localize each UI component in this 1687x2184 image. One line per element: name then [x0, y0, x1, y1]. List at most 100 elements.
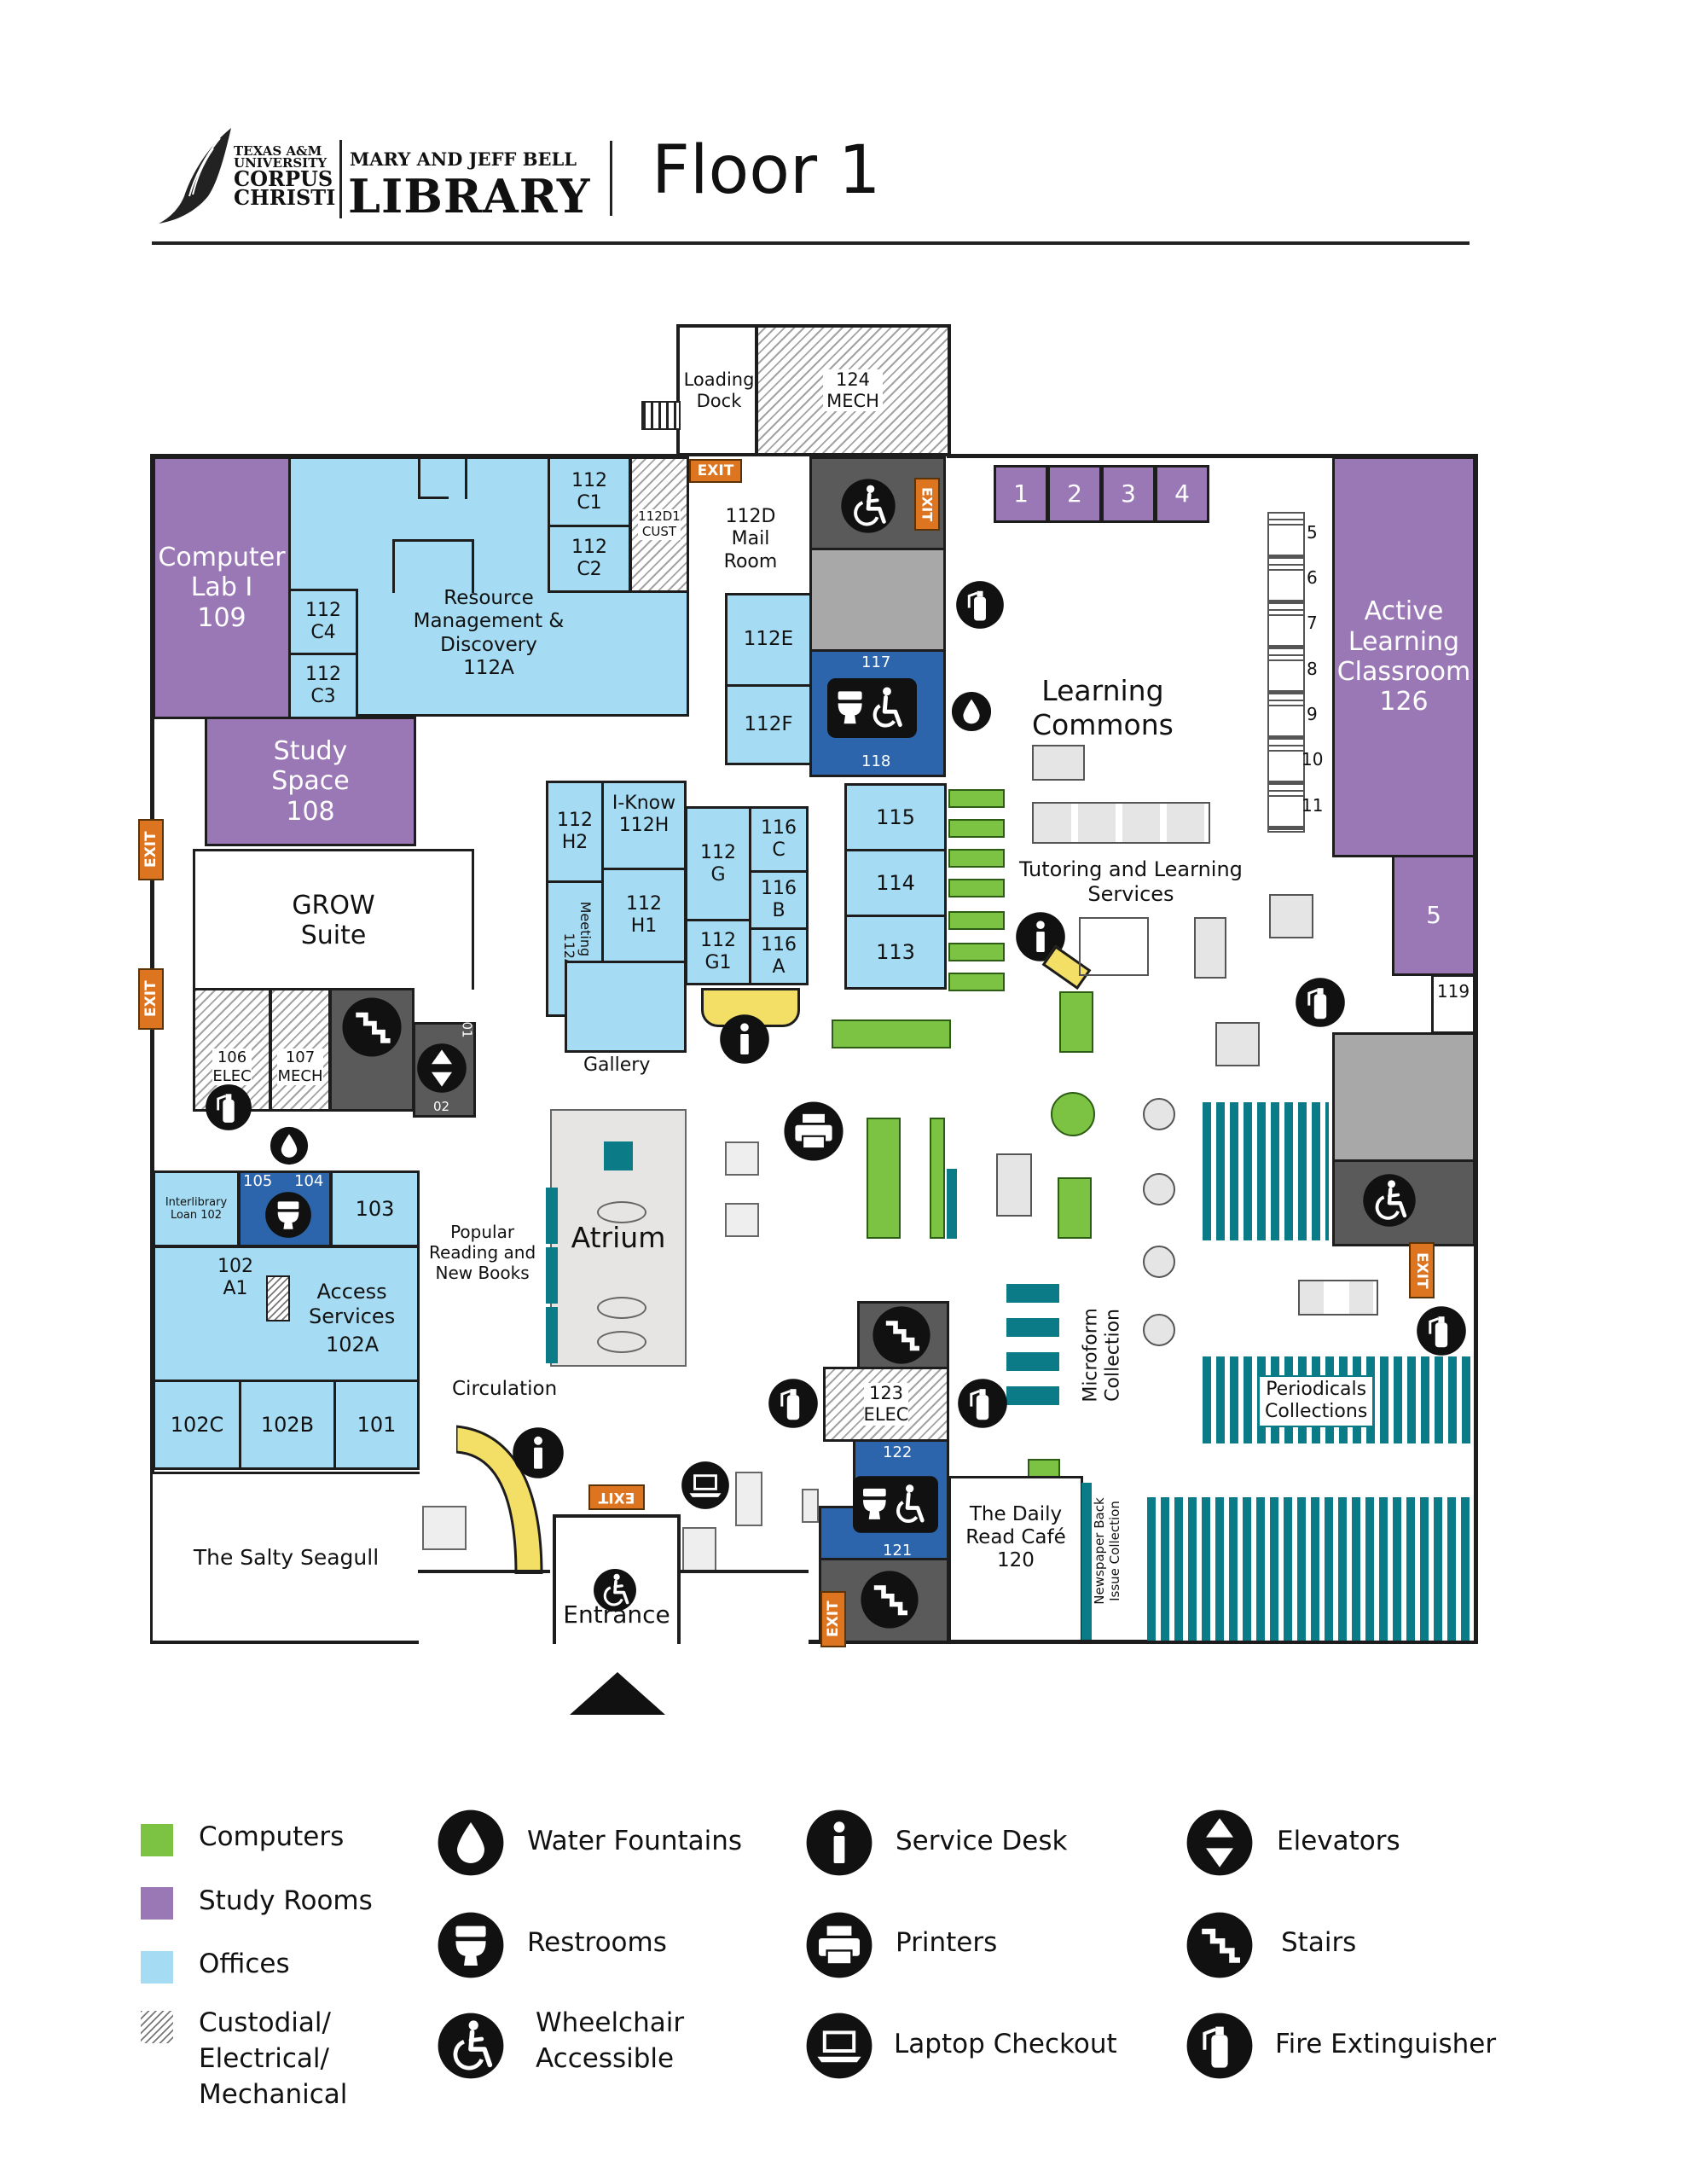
room-113[interactable]: 113	[844, 915, 947, 990]
grow-suite[interactable]: GROW Suite	[193, 849, 474, 990]
fire-extinguisher-icon	[957, 1378, 1008, 1429]
elevator-02-label: 02	[433, 1099, 450, 1114]
office-116a[interactable]: 116 A	[749, 927, 809, 985]
interlibrary-loan-102[interactable]: Interlibrary Loan 102	[153, 1170, 240, 1247]
gallery-office	[565, 961, 687, 1053]
room-102a-label: 102A	[326, 1333, 380, 1356]
study-space-108[interactable]: Study Space 108	[205, 717, 416, 846]
computer-row-1	[948, 789, 1005, 808]
computer-table-round	[1051, 1092, 1095, 1136]
active-learning-classroom-126[interactable]: Active Learning Classroom 126	[1332, 456, 1475, 857]
room-102b[interactable]: 102B	[239, 1380, 336, 1470]
room-115[interactable]: 115	[844, 783, 947, 851]
restroom-wheelchair-icon	[853, 1476, 938, 1533]
kiosk	[802, 1489, 819, 1523]
wheelchair-icon	[593, 1568, 637, 1612]
office-112h2[interactable]: 112 H2	[546, 781, 604, 883]
room-114[interactable]: 114	[844, 849, 947, 917]
wheelchair-icon	[437, 2012, 505, 2080]
computer-row-4	[948, 879, 1005, 897]
circulation-desk[interactable]	[456, 1416, 550, 1574]
room-101[interactable]: 101	[333, 1380, 420, 1470]
legend-offices: Offices	[199, 1949, 290, 1979]
tutoring-label: Tutoring and Learning Services	[1019, 857, 1243, 906]
office-112c1[interactable]: 112 C1	[548, 456, 631, 527]
printer-icon	[805, 1911, 873, 1979]
microform-shelf-4	[1006, 1386, 1059, 1405]
computer-lab-109[interactable]: Computer Lab I 109	[153, 456, 291, 719]
office-112c4[interactable]: 112 C4	[288, 589, 358, 655]
tutoring-booth	[1079, 917, 1149, 976]
office-112g1[interactable]: 112 G1	[685, 919, 751, 985]
university-line-2: UNIVERSITY	[234, 155, 328, 171]
office-112h1[interactable]: 112 H1	[601, 868, 687, 963]
microform-label: Microform Collection	[1080, 1308, 1124, 1403]
header-rule	[152, 241, 1470, 245]
floor-plan: Loading Dock 124 MECH Computer Lab I 109…	[138, 324, 1478, 1715]
round-table	[1143, 1314, 1175, 1346]
service-desk-icon	[805, 1809, 873, 1877]
legend-computers: Computers	[199, 1821, 345, 1852]
atrium-seating	[597, 1331, 646, 1353]
computer-row-5	[948, 911, 1005, 930]
water-fountain-icon	[951, 691, 992, 732]
group-room-4[interactable]: 4	[1155, 465, 1209, 523]
room-102c[interactable]: 102C	[153, 1380, 241, 1470]
group-room-2[interactable]: 2	[1047, 465, 1102, 523]
group-room-1[interactable]: 1	[994, 465, 1048, 523]
computer-row-3	[948, 849, 1005, 868]
office-112e[interactable]: 112E	[725, 593, 812, 687]
i-know-112h[interactable]: I-Know 112H	[601, 781, 687, 870]
group-room-3[interactable]: 3	[1101, 465, 1156, 523]
office-112f[interactable]: 112F	[725, 684, 812, 765]
restroom-icon	[264, 1191, 312, 1239]
fire-extinguisher-icon	[205, 1083, 252, 1131]
floor-title: Floor 1	[652, 132, 881, 209]
library-name-top: MARY AND JEFF BELL	[350, 148, 577, 170]
stairs-icon	[860, 1570, 919, 1629]
office-partition-c	[465, 456, 467, 499]
group-room-5[interactable]: 5	[1392, 855, 1475, 976]
fire-extinguisher-icon	[1416, 1305, 1467, 1356]
microform-shelf-2	[1006, 1318, 1059, 1337]
info-icon	[512, 1426, 565, 1479]
tutoring-tables	[1032, 802, 1210, 844]
stairs-icon	[341, 996, 403, 1058]
the-salty-seagull[interactable]: The Salty Seagull	[153, 1472, 420, 1641]
laptop-checkout-icon	[681, 1461, 730, 1510]
computer-table-v3	[1058, 1177, 1092, 1239]
core-east-shaft	[1332, 1032, 1475, 1162]
room-123-elec: 123 ELEC	[823, 1367, 949, 1442]
stairs-icon	[872, 1305, 931, 1365]
study-rooms-swatch	[141, 1887, 173, 1920]
elevator-icon	[1186, 1809, 1254, 1877]
daily-read-cafe-120[interactable]: The Daily Read Café 120	[948, 1476, 1083, 1642]
room-103[interactable]: 103	[330, 1170, 420, 1247]
atrium-seating	[597, 1297, 646, 1319]
office-partition-a	[418, 456, 420, 499]
exit-sign-south: EXIT	[820, 1591, 846, 1647]
office-112g[interactable]: 112 G	[685, 806, 751, 921]
pod-label-11: 11	[1301, 795, 1324, 816]
atrium-seating	[597, 1201, 646, 1223]
office-112c3[interactable]: 112 C3	[288, 653, 358, 719]
room-119: 119	[1431, 974, 1475, 1034]
office-112c2[interactable]: 112 C2	[548, 525, 631, 593]
microform-shelf-3	[1006, 1352, 1059, 1371]
university-line-4: CHRISTI	[234, 185, 336, 211]
office-116c[interactable]: 116 C	[749, 806, 809, 873]
exit-sign-entrance: EXIT	[588, 1484, 645, 1510]
computer-table-v1	[867, 1118, 901, 1239]
book-return	[422, 1506, 467, 1550]
entrance-arrow-icon	[570, 1672, 665, 1715]
room-118-label: 118	[861, 752, 891, 770]
printer-icon	[783, 1101, 844, 1162]
computer-table-mid	[1059, 991, 1093, 1053]
office-116b[interactable]: 116 B	[749, 870, 809, 930]
room-104-label: 104	[294, 1172, 324, 1190]
pod-label-9: 9	[1307, 704, 1318, 724]
lounge-chair	[1215, 1022, 1260, 1066]
elevator-01-label: 01	[459, 1021, 475, 1038]
legend-service-desk: Service Desk	[896, 1826, 1068, 1856]
cafe-computer	[1028, 1459, 1060, 1478]
